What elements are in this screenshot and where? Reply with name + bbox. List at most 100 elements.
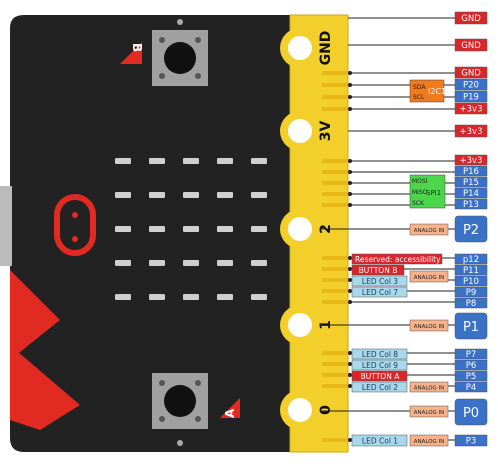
led-col1: LED Col 1: [362, 437, 398, 446]
button-a-marker-icon: A: [220, 398, 240, 418]
button-b-letter: B: [130, 43, 144, 52]
led: [115, 192, 131, 198]
pin-p5-bg: [454, 370, 488, 382]
reserved-bg: [351, 253, 443, 265]
pin-p14-bg: [454, 187, 488, 199]
led: [251, 158, 267, 164]
red-stripe-decoration: [10, 270, 60, 360]
pin-p4-bg: [454, 381, 488, 393]
button-b-fn: BUTTON B: [359, 266, 398, 275]
pin-p12: p12: [463, 255, 479, 265]
pin-p3-bg: [454, 434, 488, 447]
analog-in-p4: ANALOG IN: [414, 386, 445, 392]
analog-in-p10-bg: [409, 270, 449, 283]
led-col8-bg: [351, 348, 408, 360]
pad-label-3v: 3V: [318, 121, 334, 142]
small-pad: [322, 384, 348, 388]
led: [183, 192, 199, 198]
pin-p3: P3: [466, 437, 477, 447]
pin-p13-bg: [454, 198, 488, 210]
button-a[interactable]: [152, 373, 208, 429]
led: [217, 260, 233, 266]
led-col3: LED Col 3: [362, 277, 398, 286]
small-pad: [322, 256, 348, 260]
pin-p15: P15: [463, 178, 479, 188]
led-matrix: [115, 158, 267, 300]
small-pad: [322, 203, 348, 207]
led-col8: LED Col 8: [362, 350, 398, 359]
button-b-marker-icon: B: [120, 42, 144, 64]
analog-in-p2: ANALOG IN: [414, 228, 445, 234]
usb-connector: [0, 186, 12, 266]
pin-p8: P8: [466, 299, 477, 309]
small-pad: [322, 192, 348, 196]
small-pad: [322, 71, 348, 75]
led-col7-bg: [351, 286, 408, 298]
small-pad: [322, 181, 348, 185]
pin-p19: P19: [463, 93, 479, 103]
led-col7: LED Col 7: [362, 288, 398, 297]
small-pad: [322, 438, 348, 442]
pad-gnd: GND: [280, 28, 334, 68]
small-pad: [322, 159, 348, 163]
led: [149, 260, 165, 266]
small-pad: [322, 170, 348, 174]
pad-label-gnd: GND: [318, 31, 334, 66]
pin-p8-bg: [454, 297, 488, 309]
analog-in-p3-bg: [409, 434, 449, 447]
led-col2-bg: [351, 381, 408, 393]
led: [149, 192, 165, 198]
microbit-board: B A GND 3V 2: [0, 14, 352, 453]
spi-mosi: MOSI: [412, 178, 428, 185]
button-a-fn-bg: [351, 370, 408, 382]
led-col9: LED Col 9: [362, 361, 398, 370]
small-pad: [322, 278, 348, 282]
led: [115, 226, 131, 232]
led-col9-bg: [351, 359, 408, 371]
pin-p15-bg: [454, 176, 488, 188]
analog-in-p0: ANALOG IN: [414, 410, 445, 416]
led: [183, 158, 199, 164]
led-col3-bg: [351, 275, 408, 287]
led: [217, 294, 233, 300]
small-pad: [322, 300, 348, 304]
pin-v3b-bg: [454, 124, 488, 138]
analog-in-p1-bg: [409, 319, 449, 332]
small-pad: [322, 107, 348, 111]
pin-p7-bg: [454, 348, 488, 360]
pin-p0-bg: [454, 398, 488, 426]
led: [217, 192, 233, 198]
led: [115, 158, 131, 164]
led-col1-bg: [351, 434, 408, 447]
pin-gnd3-bg: [454, 66, 488, 79]
pin-gnd3: GND: [461, 69, 481, 79]
pin-p2-bg: [454, 215, 488, 243]
spi-sck: SCK: [412, 200, 425, 207]
pin-p11-bg: [454, 264, 488, 276]
analog-in-p4-bg: [409, 381, 449, 393]
pad-3v: 3V: [280, 111, 334, 151]
pad-label-0: 0: [318, 405, 334, 415]
led: [183, 260, 199, 266]
pin-gnd-top2: GND: [461, 41, 481, 51]
button-a-fn: BUTTON A: [361, 372, 401, 381]
pin-p20-bg: [454, 78, 488, 91]
pin-gnd-top1: GND: [461, 14, 481, 24]
led: [251, 294, 267, 300]
led: [183, 226, 199, 232]
pin-p1: P1: [463, 320, 479, 335]
small-pad: [322, 289, 348, 293]
i2c-sda: SDA: [413, 84, 426, 91]
pin-p7: P7: [466, 350, 477, 360]
led: [251, 260, 267, 266]
pin-gnd-top1-bg: [454, 11, 488, 25]
small-pad: [322, 267, 348, 271]
i2c-label: I2C1: [428, 87, 446, 96]
pin-p19-bg: [454, 90, 488, 103]
button-b[interactable]: [152, 30, 208, 86]
led: [149, 226, 165, 232]
pin-p16-bg: [454, 165, 488, 177]
analog-in-p3: ANALOG IN: [414, 439, 445, 445]
button-a-letter: A: [223, 408, 237, 418]
